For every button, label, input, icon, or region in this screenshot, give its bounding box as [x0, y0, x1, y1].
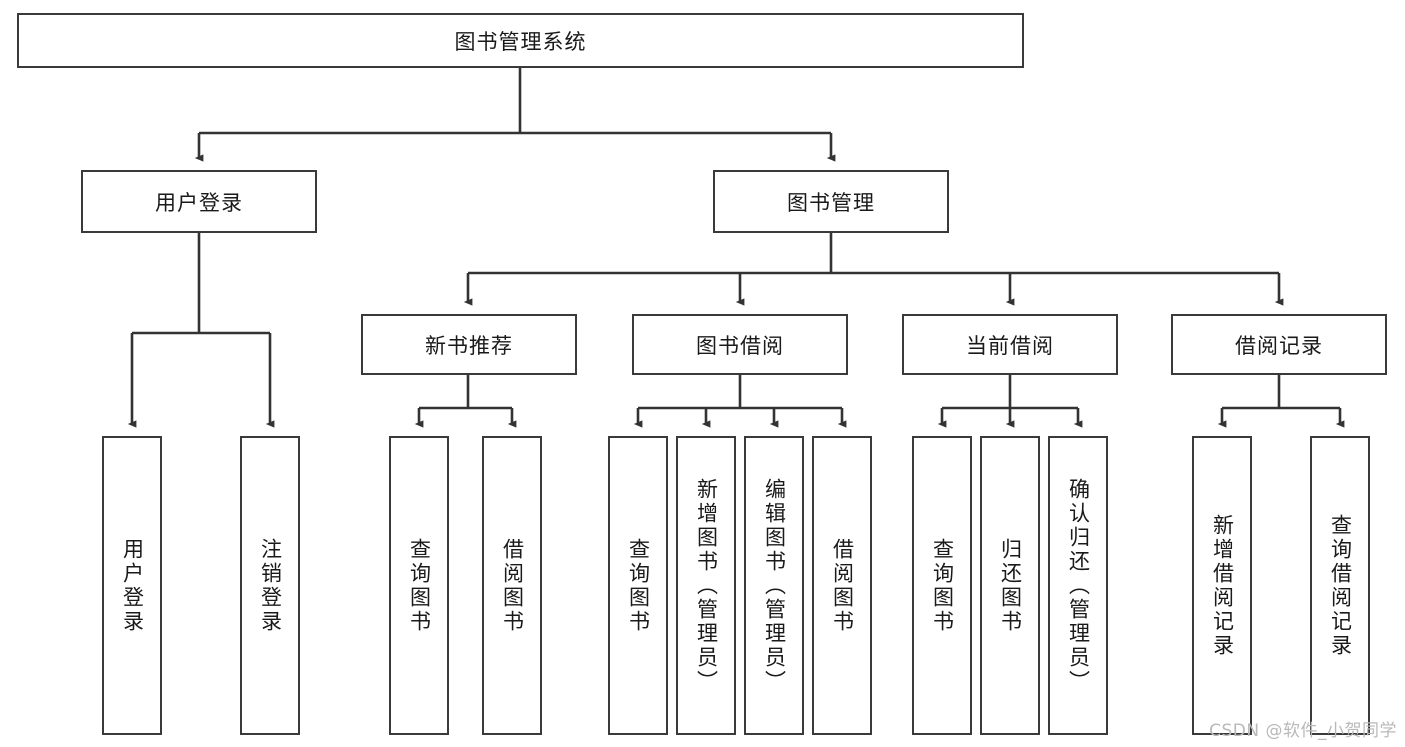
- node-book-borrow[interactable]: 图书借阅: [632, 314, 848, 375]
- node-label: 用户登录: [120, 537, 145, 634]
- node-label: 借阅图书: [500, 537, 525, 634]
- node-current-borrow[interactable]: 当前借阅: [902, 314, 1118, 375]
- leaf-edit-book[interactable]: 编辑图书（管理员）: [744, 436, 804, 735]
- leaf-logout[interactable]: 注销登录: [240, 436, 300, 735]
- node-label: 查询图书: [930, 537, 955, 634]
- node-label: 借阅图书: [830, 537, 855, 634]
- leaf-borrow-book-2[interactable]: 借阅图书: [812, 436, 872, 735]
- node-borrow-record[interactable]: 借阅记录: [1171, 314, 1387, 375]
- node-label: 新书推荐: [425, 333, 513, 358]
- node-label: 查询图书: [626, 537, 651, 634]
- node-new-book-recommend[interactable]: 新书推荐: [361, 314, 577, 375]
- node-label: 编辑图书（管理员）: [762, 477, 787, 694]
- node-label: 图书管理系统: [454, 29, 587, 54]
- leaf-confirm-return[interactable]: 确认归还（管理员）: [1048, 436, 1108, 735]
- node-root-system[interactable]: 图书管理系统: [17, 13, 1024, 68]
- leaf-query-book-1[interactable]: 查询图书: [389, 436, 449, 735]
- leaf-user-login[interactable]: 用户登录: [102, 436, 162, 735]
- node-book-manage[interactable]: 图书管理: [713, 170, 949, 233]
- node-label: 用户登录: [155, 190, 243, 215]
- node-label: 图书借阅: [696, 333, 784, 358]
- node-label: 注销登录: [258, 537, 283, 634]
- node-label: 借阅记录: [1235, 333, 1323, 358]
- node-label: 归还图书: [998, 537, 1023, 634]
- node-label: 图书管理: [787, 190, 875, 215]
- leaf-return-book[interactable]: 归还图书: [980, 436, 1040, 735]
- node-user-login[interactable]: 用户登录: [81, 170, 317, 233]
- node-label: 新增图书（管理员）: [694, 477, 719, 694]
- leaf-query-book-2[interactable]: 查询图书: [608, 436, 668, 735]
- node-label: 查询图书: [407, 537, 432, 634]
- leaf-query-book-3[interactable]: 查询图书: [912, 436, 972, 735]
- leaf-query-record[interactable]: 查询借阅记录: [1310, 436, 1370, 735]
- leaf-add-book[interactable]: 新增图书（管理员）: [676, 436, 736, 735]
- node-label: 新增借阅记录: [1210, 513, 1235, 658]
- node-label: 查询借阅记录: [1328, 513, 1353, 658]
- node-label: 确认归还（管理员）: [1066, 477, 1091, 694]
- watermark: CSDN @软件_小贺同学: [1209, 721, 1397, 741]
- leaf-add-record[interactable]: 新增借阅记录: [1192, 436, 1252, 735]
- node-label: 当前借阅: [966, 333, 1054, 358]
- leaf-borrow-book-1[interactable]: 借阅图书: [482, 436, 542, 735]
